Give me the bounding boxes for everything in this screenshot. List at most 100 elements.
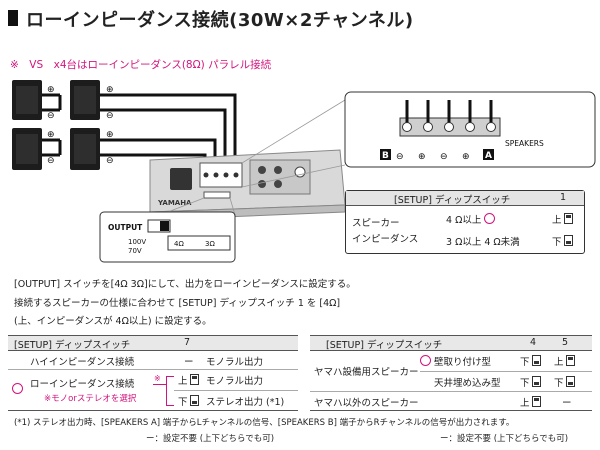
switch7-row-low: ローインピーダンス接続 ※モノorステレオを選択 ※ 上 モノラル出力 下 ステ… (8, 370, 298, 410)
wall-sw5-label: 上 (554, 357, 564, 368)
switch-down-icon (189, 395, 199, 406)
ceiling-sw5: 下 (554, 375, 575, 389)
switch-down-icon (531, 376, 541, 387)
ceiling-sw5-label: 下 (554, 378, 564, 389)
high-impedance-switch: ー (184, 357, 194, 368)
wall-sw4: 下 (520, 354, 541, 368)
terminal-plus-2: ⊕ (462, 152, 470, 162)
other-speaker-row: ヤマハ以外のスピーカー 上 ー (310, 392, 592, 411)
selected-circle-icon (484, 213, 496, 224)
option-4ohm: 4 Ω以上 (446, 212, 498, 226)
ceiling-sw4: 下 (520, 375, 541, 389)
impedance-label-line1: スピーカー (352, 218, 400, 229)
note-right: ー：設定不要 (上下どちらでも可) (440, 434, 569, 444)
v70-label: 70V (128, 247, 142, 255)
terminal-a-badge (483, 149, 494, 160)
wall-sw4-label: 下 (520, 357, 530, 368)
wiring-diagram: ⊕⊖ ⊕⊖ ⊕⊖ ⊕⊖ YAMAHA B ⊖ ⊕ ⊖ ⊕ (12, 80, 596, 263)
terminal-b-label: B (382, 151, 389, 161)
switch-down-icon (531, 355, 541, 366)
high-impedance-output: モノラル出力 (206, 357, 264, 368)
setup-switch1-header (346, 191, 584, 206)
other-speaker-label: ヤマハ以外のスピーカー (314, 398, 419, 409)
switch45-header-label: [SETUP] ディップスイッチ (326, 340, 443, 351)
setup-switch45-table: [SETUP] ディップスイッチ 4 5 ヤマハ設備用スピーカー 壁取り付け型 … (310, 335, 592, 411)
speaker-bottom-left (12, 128, 42, 170)
ceiling-sw4-label: 下 (520, 378, 530, 389)
output-label: OUTPUT (108, 223, 143, 232)
ohm3-label: 3Ω (205, 240, 215, 248)
terminal-plus-1: ⊕ (418, 152, 426, 162)
output-switch-zoom: OUTPUT 100V 70V 4Ω 3Ω (99, 211, 236, 263)
switch-up-icon (531, 396, 541, 407)
other-sw5: ー (562, 398, 572, 409)
amp-brand: YAMAHA (157, 199, 192, 207)
instruction-line-1: [OUTPUT] スイッチを[4Ω 3Ω]にして、出力をローインピーダンスに設定… (14, 279, 356, 290)
setup-switch1-header-num: 1 (560, 192, 567, 203)
switch45-col5: 5 (562, 337, 569, 348)
yamaha-speaker-rows: ヤマハ設備用スピーカー 壁取り付け型 下 上 天井埋め込み型 下 下 (310, 351, 592, 392)
svg-text:⊖: ⊖ (106, 111, 114, 121)
switch-up-icon (189, 374, 199, 385)
high-impedance-label: ハイインピーダンス接続 (30, 357, 135, 368)
terminal-minus-1: ⊖ (396, 152, 404, 162)
switch7-header-label: [SETUP] ディップスイッチ (14, 340, 131, 351)
svg-text:⊖: ⊖ (47, 111, 55, 121)
svg-text:⊖: ⊖ (106, 156, 114, 166)
switch7-row-high: ハイインピーダンス接続 ー モノラル出力 (8, 351, 298, 370)
switch-down-icon (563, 235, 573, 246)
instruction-line-2: 接続するスピーカーの仕様に合わせて [SETUP] ディップスイッチ 1 を [… (14, 298, 341, 309)
switch7-up: 上 (178, 373, 199, 387)
switch1-up-label: 上 (552, 215, 562, 226)
option-3ohm: 3 Ω以上 4 Ω未満 (446, 237, 520, 248)
speaker-top-right (70, 80, 100, 120)
switch1-down-label: 下 (552, 237, 562, 248)
switch-up-icon (563, 213, 573, 224)
wall-sw5: 上 (554, 354, 575, 368)
ceiling-mount-label: 天井埋め込み型 (434, 378, 501, 389)
svg-text:⊖: ⊖ (47, 156, 55, 166)
stereo-output-label: ステレオ出力 (*1) (206, 397, 285, 408)
note-left: ー：設定不要 (上下どちらでも可) (146, 434, 275, 444)
switch7-table-bottom-rule (8, 410, 298, 411)
mono-output-label: モノラル出力 (206, 376, 264, 387)
page-title: ローインピーダンス接続(30W×2チャンネル) (26, 10, 414, 31)
yamaha-speaker-label: ヤマハ設備用スピーカー (314, 367, 419, 378)
other-sw4: 上 (520, 395, 541, 409)
switch45-header: [SETUP] ディップスイッチ 4 5 (310, 335, 592, 351)
speakers-label: SPEAKERS (505, 139, 544, 148)
amplifier-unit: YAMAHA (149, 149, 346, 221)
switch7-header-num: 7 (184, 337, 191, 348)
ohm4-label: 4Ω (174, 240, 184, 248)
switch7-down-label: 下 (178, 397, 188, 408)
setup-switch7-table: [SETUP] ディップスイッチ 7 ハイインピーダンス接続 ー モノラル出力 … (8, 335, 298, 411)
setup-switch1-box: [SETUP] ディップスイッチ 1 スピーカー インピーダンス 4 Ω以上 3… (345, 190, 585, 254)
terminal-zoom-box: B ⊖ ⊕ ⊖ ⊕ A SPEAKERS (344, 91, 596, 168)
terminal-minus-2: ⊖ (440, 152, 448, 162)
speaker-bottom-right (70, 128, 100, 170)
selected-circle-icon (12, 383, 23, 394)
v100-label: 100V (128, 238, 146, 246)
mono-stereo-note: ※モノorステレオを選択 (44, 394, 137, 404)
setup-switch1-header-label: [SETUP] ディップスイッチ (394, 195, 511, 206)
svg-text:⊕: ⊕ (106, 130, 114, 140)
title-marker (8, 10, 18, 26)
speaker-top-left (12, 80, 42, 120)
instruction-line-3: (上、インピーダンスが 4Ω以上) に設定する。 (14, 316, 212, 327)
switch1-up: 上 (552, 212, 573, 226)
footnote: (*1) ステレオ出力時、[SPEAKERS A] 端子からLチャンネルの信号、… (14, 418, 515, 428)
option-4ohm-text: 4 Ω以上 (446, 215, 482, 226)
subtitle: ※ VS x4台はローインピーダンス(8Ω) パラレル接続 (10, 59, 272, 71)
wall-mount-label: 壁取り付け型 (420, 354, 491, 368)
svg-text:⊕: ⊕ (106, 85, 114, 95)
switch7-down: 下 (178, 394, 199, 408)
low-impedance-label: ローインピーダンス接続 (30, 379, 135, 390)
svg-text:⊕: ⊕ (47, 130, 55, 140)
switch-up-icon (565, 355, 575, 366)
selected-circle-icon (420, 355, 431, 366)
note-mark: ※ (154, 374, 161, 383)
wall-mount-text: 壁取り付け型 (434, 357, 492, 368)
terminal-a-label: A (485, 151, 492, 161)
other-sw4-label: 上 (520, 398, 530, 409)
switch45-col4: 4 (530, 337, 537, 348)
